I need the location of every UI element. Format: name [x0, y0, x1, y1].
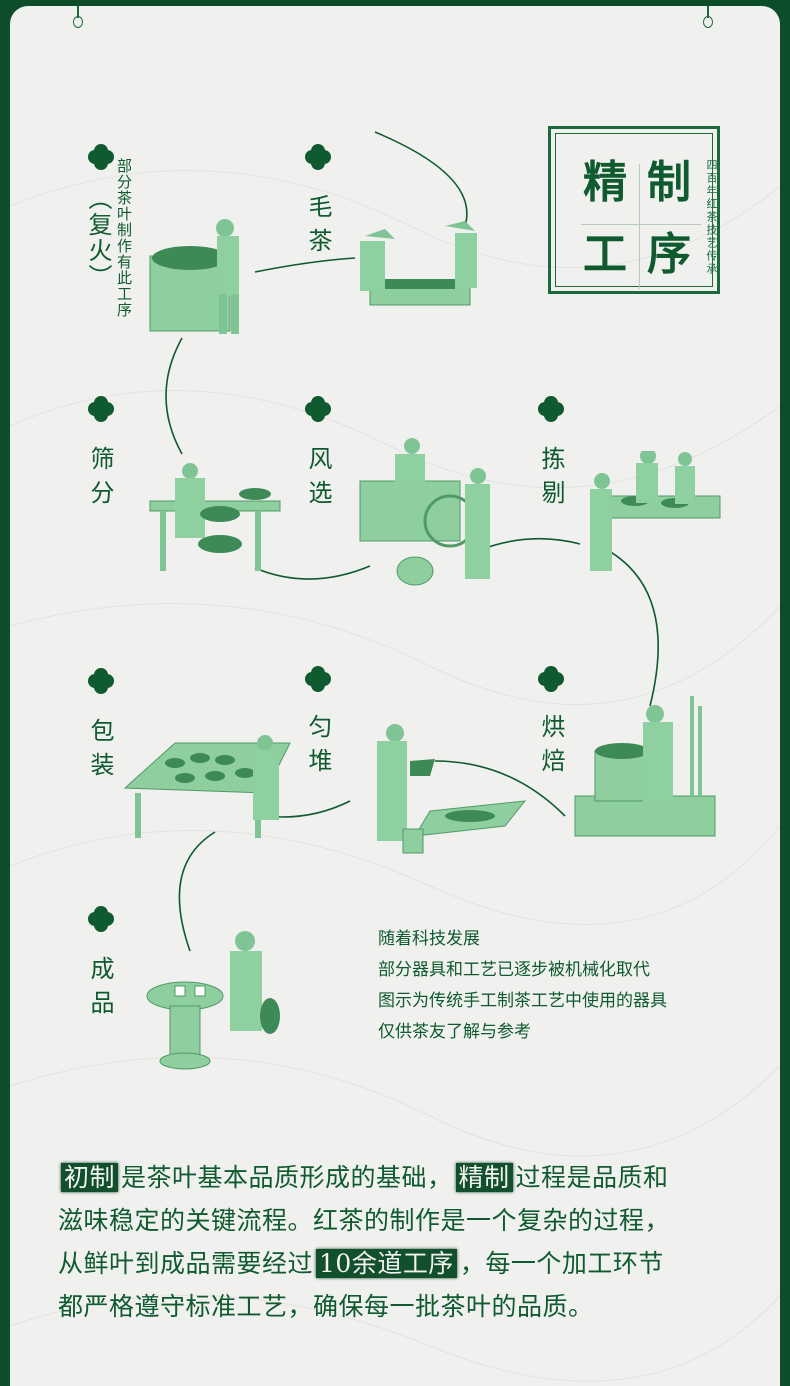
illustration-finished-product — [146, 931, 280, 1070]
paragraph-text: 滋味稳定的关键流程。红茶的制作是一个复杂的过程， — [58, 1206, 671, 1235]
illustration-packing — [123, 735, 291, 838]
disclaimer-line: 仅供茶友了解与参考 — [378, 1022, 531, 1042]
disclaimer-note: 随着科技发展 部分器具和工艺已逐步被机械化取代 图示为传统手工制茶工艺中使用的器… — [378, 924, 667, 1048]
illustration-raw-tea — [360, 221, 477, 306]
hanging-hook-right — [703, 6, 713, 28]
disclaimer-line: 随着科技发展 — [378, 929, 480, 949]
step-label-winnowing: 风选 — [304, 446, 332, 514]
content-panel: 精 制 工 序 四百年红茶技艺传承 （复火） 部分茶叶制作有此工序 毛茶 筛分 … — [10, 6, 780, 1386]
illustration-blending — [377, 724, 527, 854]
seal-char-1: 精 — [583, 157, 627, 208]
paragraph-text: 是茶叶基本品质形成的基础， — [121, 1163, 453, 1192]
step-label-packing: 包装 — [86, 718, 114, 786]
clover-icon — [305, 396, 331, 422]
disclaimer-line: 部分器具和工艺已逐步被机械化取代 — [378, 960, 650, 980]
clover-icon — [88, 668, 114, 694]
seal-char-4: 序 — [647, 229, 691, 280]
highlight-initial-processing: 初制 — [61, 1163, 119, 1192]
paragraph-text: 都严格遵守标准工艺，确保每一批茶叶的品质。 — [58, 1292, 594, 1321]
step-label-baking: 烘焙 — [537, 714, 565, 782]
paragraph-text: 从鲜叶到成品需要经过 — [58, 1249, 314, 1278]
clover-icon — [305, 144, 331, 170]
clover-icon — [305, 666, 331, 692]
step-label-picking: 拣剔 — [537, 446, 565, 514]
clover-icon — [538, 396, 564, 422]
clover-icon — [88, 396, 114, 422]
hanging-hook-left — [73, 6, 83, 28]
step-label-sieving: 筛分 — [86, 446, 114, 514]
seal-char-3: 工 — [583, 229, 627, 280]
paragraph-text: 过程是品质和 — [515, 1163, 669, 1192]
title-seal: 精 制 工 序 四百年红茶技艺传承 — [548, 126, 720, 294]
illustration-picking — [590, 451, 721, 571]
disclaimer-line: 图示为传统手工制茶工艺中使用的器具 — [378, 991, 667, 1011]
illustration-sieving — [149, 463, 281, 571]
description-paragraph: 初制是茶叶基本品质形成的基础，精制过程是品质和 滋味稳定的关键流程。红茶的制作是… — [58, 1156, 748, 1328]
illustration-winnowing — [359, 438, 490, 586]
seal-subtitle: 四百年红茶技艺传承 — [705, 159, 718, 276]
illustration-baking — [574, 696, 716, 837]
step-note-refiring: 部分茶叶制作有此工序 — [115, 158, 133, 318]
seal-char-2: 制 — [647, 157, 691, 208]
illustration-refiring — [149, 219, 239, 334]
step-label-raw-tea: 毛茶 — [304, 194, 332, 262]
paragraph-text: ，每一个加工环节 — [459, 1249, 664, 1278]
clover-icon — [88, 144, 114, 170]
clover-icon — [538, 666, 564, 692]
step-label-refiring: （复火） — [84, 186, 112, 290]
step-label-finished: 成品 — [86, 956, 114, 1024]
clover-icon — [88, 906, 114, 932]
step-label-blending: 匀堆 — [304, 714, 332, 782]
highlight-refining: 精制 — [455, 1163, 513, 1192]
highlight-process-count: 10余道工序 — [316, 1249, 457, 1278]
